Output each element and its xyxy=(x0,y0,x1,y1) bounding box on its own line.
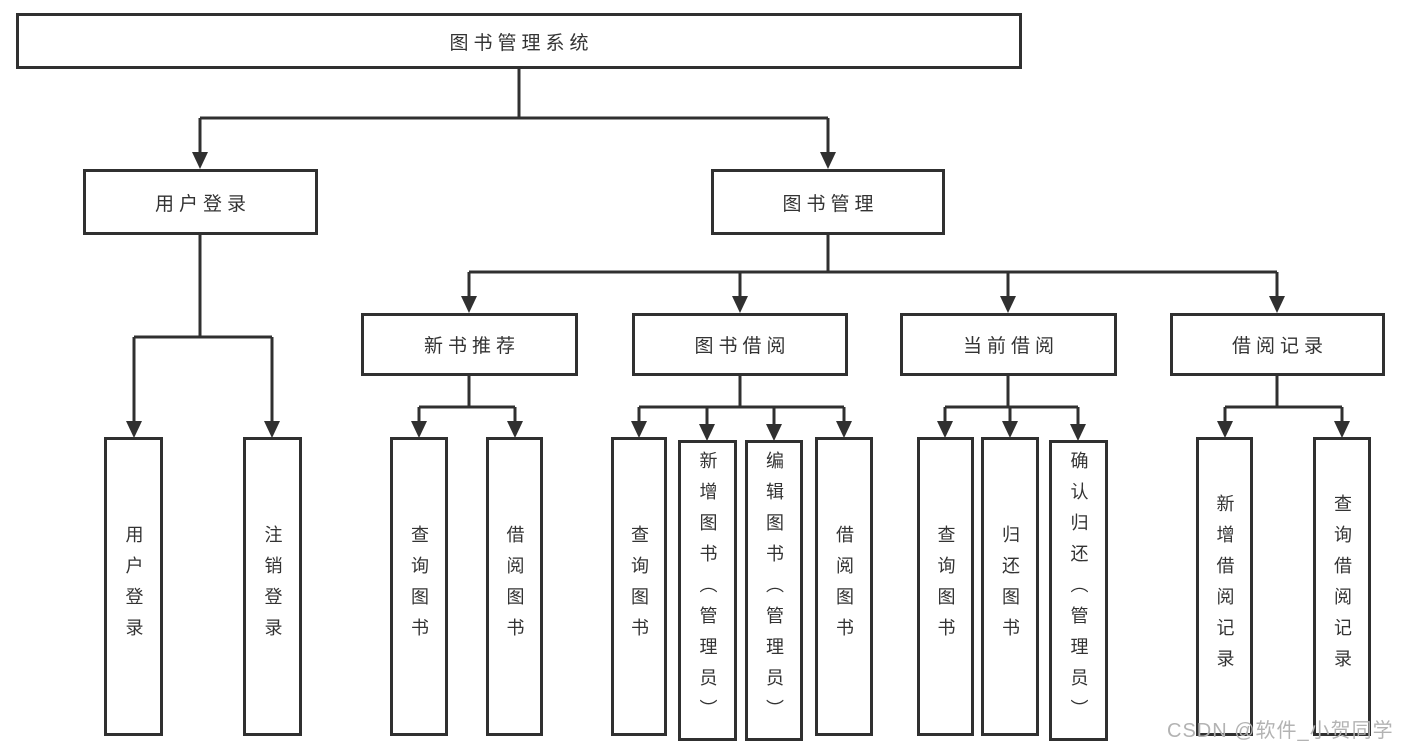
leaf-user-login-label: 用户登录 xyxy=(123,524,144,649)
node-new-book-recommend: 新书推荐 xyxy=(361,313,578,376)
leaf-edit-books-admin-label: 编辑图书（管理员） xyxy=(764,451,784,730)
node-book-management-label: 图书管理 xyxy=(782,193,879,215)
leaf-add-books-admin-label: 新增图书（管理员） xyxy=(697,451,718,730)
leaf-return-books-label: 归还图书 xyxy=(1000,524,1020,649)
leaf-add-borrow-record: 新增借阅记录 xyxy=(1196,437,1253,736)
leaf-query-borrow-record-label: 查询借阅记录 xyxy=(1332,493,1352,680)
node-user-login-label: 用户登录 xyxy=(154,193,251,215)
leaf-query-books-borrow: 查询图书 xyxy=(611,437,667,736)
leaf-user-login: 用户登录 xyxy=(104,437,163,736)
leaf-query-books-current: 查询图书 xyxy=(917,437,974,736)
leaf-edit-books-admin: 编辑图书（管理员） xyxy=(745,440,803,741)
node-current-borrow: 当前借阅 xyxy=(900,313,1117,376)
node-current-borrow-label: 当前借阅 xyxy=(962,336,1059,357)
node-borrow-records-label: 借阅记录 xyxy=(1231,336,1328,357)
leaf-query-books-borrow-label: 查询图书 xyxy=(629,524,649,649)
node-book-management: 图书管理 xyxy=(711,169,945,235)
leaf-query-borrow-record: 查询借阅记录 xyxy=(1313,437,1371,736)
node-borrow-records: 借阅记录 xyxy=(1170,313,1385,376)
node-new-book-recommend-label: 新书推荐 xyxy=(423,336,520,357)
arrowheads xyxy=(126,152,1350,441)
node-book-borrow-label: 图书借阅 xyxy=(694,336,791,357)
leaf-borrow-books-label: 借阅图书 xyxy=(834,524,854,649)
leaf-borrow-books-recommend: 借阅图书 xyxy=(486,437,543,736)
node-book-borrow: 图书借阅 xyxy=(632,313,848,376)
leaf-logout: 注销登录 xyxy=(243,437,302,736)
leaf-return-books: 归还图书 xyxy=(981,437,1039,736)
node-root-label: 图书管理系统 xyxy=(449,32,594,54)
leaf-query-books-current-label: 查询图书 xyxy=(935,524,956,649)
leaf-query-books-recommend: 查询图书 xyxy=(390,437,448,736)
watermark: CSDN @软件_小贺同学 xyxy=(1167,720,1394,742)
leaf-confirm-return-admin-label: 确认归还（管理员） xyxy=(1068,451,1089,730)
node-root: 图书管理系统 xyxy=(16,13,1022,69)
leaf-add-borrow-record-label: 新增借阅记录 xyxy=(1214,493,1235,680)
connector-paths xyxy=(132,69,1344,425)
leaf-add-books-admin: 新增图书（管理员） xyxy=(678,440,737,741)
leaf-query-books-recommend-label: 查询图书 xyxy=(409,524,429,649)
node-user-login: 用户登录 xyxy=(83,169,318,235)
leaf-logout-label: 注销登录 xyxy=(262,524,283,649)
leaf-borrow-books: 借阅图书 xyxy=(815,437,873,736)
leaf-borrow-books-recommend-label: 借阅图书 xyxy=(504,524,525,649)
leaf-confirm-return-admin: 确认归还（管理员） xyxy=(1049,440,1108,741)
